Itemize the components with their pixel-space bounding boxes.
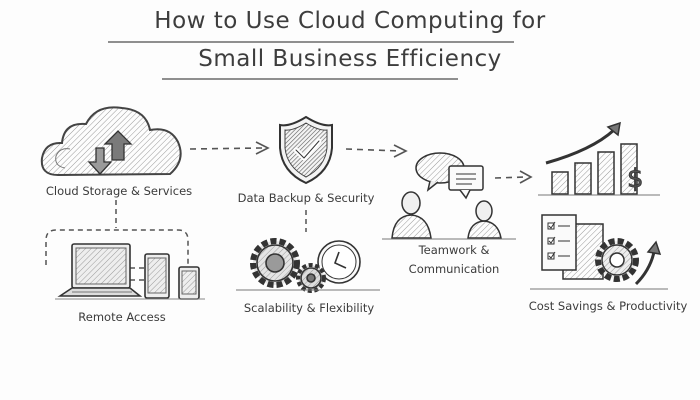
connector-security-to-teamwork (345, 144, 408, 158)
connector-teamwork-to-growth (494, 170, 533, 184)
label-teamwork-line-2: Communication (408, 262, 500, 276)
title-underline-1 (108, 41, 514, 43)
shield-check-icon (279, 115, 333, 185)
cloud-upload-download-icon (40, 106, 182, 177)
gears-clock-icon (236, 238, 380, 293)
bar-chart-dollar-icon: $ (538, 121, 660, 196)
label-data-backup: Data Backup & Security (237, 191, 375, 205)
checklist-gear-arrow-icon (530, 214, 668, 290)
label-remote-access: Remote Access (78, 310, 166, 324)
connector-cloud-to-remote (45, 200, 189, 281)
connector-cloud-to-security (189, 141, 270, 155)
title-underline-2 (162, 78, 458, 80)
label-cost-savings: Cost Savings & Productivity (528, 299, 688, 313)
people-chat-icon (382, 152, 516, 240)
laptop-tablet-phone-icon (55, 243, 205, 300)
diagram-title-line-2: Small Business Efficiency (198, 46, 502, 72)
label-cloud-storage: Cloud Storage & Services (45, 184, 193, 198)
label-scalability: Scalability & Flexibility (243, 301, 375, 315)
label-teamwork-line-1: Teamwork & (418, 243, 490, 257)
diagram-title-line-1: How to Use Cloud Computing for (154, 8, 546, 34)
svg-text:$: $ (627, 164, 644, 194)
